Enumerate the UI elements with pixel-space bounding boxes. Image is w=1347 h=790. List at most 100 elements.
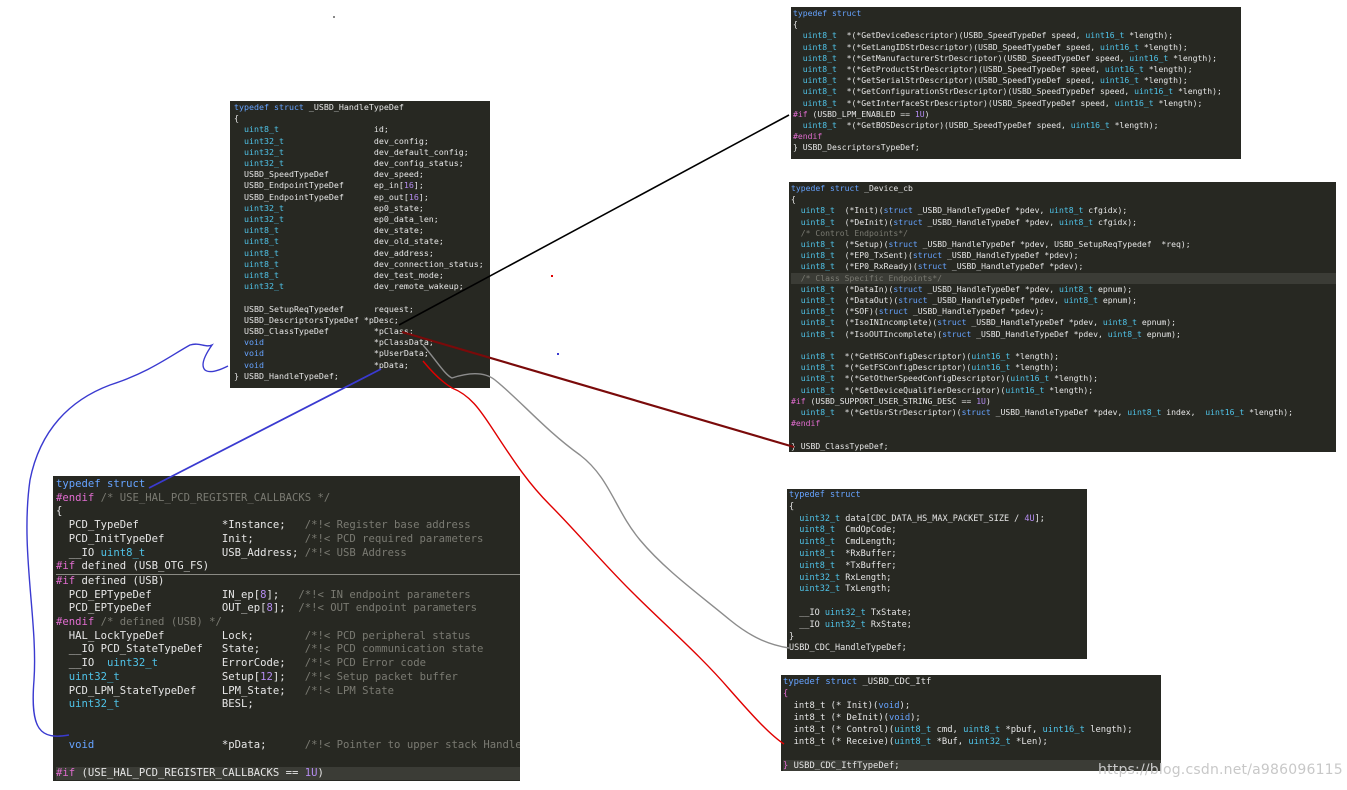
code-token: *(*GetSerialStrDescriptor)(USBD_SpeedTyp…: [836, 75, 1100, 86]
code-line: uint32_t ep0_data_len;: [234, 214, 490, 225]
code-token: uint8_t: [234, 236, 279, 247]
code-token: uint8_t: [791, 216, 835, 227]
code-token: struct: [878, 306, 908, 317]
code-token: void: [888, 713, 911, 723]
code-token: cfgidx);: [1083, 205, 1128, 216]
code-token: *pUserData;: [263, 348, 429, 359]
code-token: uint8_t: [1063, 295, 1099, 306]
code-token: ];: [418, 191, 429, 202]
code-line: USBD_SetupReqTypedef request;: [234, 304, 490, 315]
code-token: uint8_t: [793, 97, 837, 108]
code-line: uint32_t ep0_state;: [234, 203, 490, 214]
code-token: uint16_t: [1042, 725, 1085, 735]
code-token: uint16_t: [1085, 30, 1125, 41]
code-token: {: [783, 689, 789, 699]
code-token: uint8_t: [793, 120, 837, 131]
code-line: typedef struct: [56, 478, 520, 492]
code-token: TxState;: [865, 607, 912, 618]
code-token: CmdOpCode;: [835, 525, 897, 536]
code-line: uint32_t Setup[12]; /*!< Setup packet bu…: [56, 671, 520, 685]
usbd-cdc-itf-typedef-panel: typedef struct _USBD_CDC_Itf{ int8_t (* …: [781, 675, 1161, 771]
code-token: *length);: [1173, 86, 1222, 97]
code-line: #if (USE_HAL_PCD_REGISTER_CALLBACKS == 1…: [56, 766, 520, 781]
code-token: defined (USB_OTG_FS): [75, 560, 210, 573]
code-token: uint32_t: [234, 281, 284, 292]
code-token: __IO PCD_StateTypeDef State;: [56, 643, 305, 656]
code-line: PCD_EPTypeDef OUT_ep[8]; /*!< OUT endpoi…: [56, 602, 520, 616]
code-token: uint32_t: [234, 202, 284, 213]
code-token: 16: [403, 180, 414, 191]
code-line: uint32_t dev_remote_wakeup;: [234, 281, 490, 292]
code-token: (USBD_SUPPORT_USER_STRING_DESC ==: [805, 395, 977, 406]
code-token: USBD_SpeedTypeDef dev_speed;: [234, 169, 424, 180]
code-token: /*!< OUT endpoint parameters: [298, 602, 477, 615]
code-token: uint16_t: [1070, 120, 1110, 131]
code-token: ep0_state;: [283, 202, 424, 213]
code-token: defined (USB): [75, 574, 165, 587]
code-token: uint8_t: [791, 351, 835, 362]
code-token: _USBD_HandleTypeDef *pdev,: [990, 407, 1128, 418]
code-token: {: [793, 19, 798, 30]
code-token: ];: [1034, 513, 1045, 524]
code-line: uint8_t *(*GetDeviceQualifierDescriptor)…: [791, 385, 1336, 396]
pcd-handle-typedef-panel: typedef struct#endif /* USE_HAL_PCD_REGI…: [53, 476, 520, 781]
code-token: uint8_t: [791, 407, 835, 418]
code-line: USBD_SpeedTypeDef dev_speed;: [234, 169, 490, 180]
code-token: uint8_t: [793, 30, 837, 41]
code-line: {: [793, 19, 1241, 30]
code-line: #endif: [793, 131, 1241, 142]
code-token: struct: [961, 407, 991, 418]
code-token: typedef struct: [793, 8, 862, 18]
code-line: void *pUserData;: [234, 348, 490, 359]
code-token: index,: [1161, 407, 1206, 418]
code-token: #endif: [56, 491, 95, 504]
code-token: );: [899, 701, 911, 711]
code-token: _USBD_HandleTypeDef *pdev,: [971, 328, 1108, 339]
code-line: } USBD_ClassTypeDef;: [791, 441, 1336, 452]
code-token: cmd,: [931, 725, 964, 735]
code-token: _Device_cb: [859, 183, 913, 193]
code-token: uint8_t: [894, 725, 932, 735]
code-token: (*EP0_TxSent)(: [834, 250, 913, 261]
code-token: HAL_LockTypeDef Lock;: [56, 629, 305, 642]
code-token: /*!< USB Address: [304, 546, 407, 559]
code-line: PCD_InitTypeDef Init; /*!< PCD required …: [56, 533, 520, 547]
code-line: #endif /* USE_HAL_PCD_REGISTER_CALLBACKS…: [56, 492, 520, 506]
code-token: uint8_t: [791, 384, 835, 395]
code-token: uint8_t: [789, 560, 836, 571]
code-token: USBD_SetupReqTypedef request;: [234, 303, 414, 314]
code-token: uint8_t: [789, 525, 836, 536]
code-line: uint8_t *(*GetSerialStrDescriptor)(USBD_…: [793, 75, 1241, 86]
code-token: USBD_CDC_HandleTypeDef;: [789, 643, 907, 654]
code-line: #if (USBD_SUPPORT_USER_STRING_DESC == 1U…: [791, 396, 1336, 407]
code-token: *(*GetConfigurationStrDescriptor)(USBD_S…: [836, 86, 1135, 97]
code-line: uint8_t dev_address;: [234, 248, 490, 259]
code-line: uint8_t (*EP0_RxReady)(struct _USBD_Hand…: [791, 261, 1336, 272]
code-token: *length);: [1049, 373, 1099, 384]
code-token: PCD_EPTypeDef OUT_ep[: [56, 602, 267, 615]
code-token: *Len);: [1010, 737, 1048, 747]
code-token: USBD_ClassTypeDef *pClass;: [234, 326, 414, 337]
code-token: {: [56, 505, 63, 518]
code-token: uint8_t: [791, 205, 835, 216]
code-token: ];: [413, 180, 424, 191]
code-line: [56, 726, 520, 740]
code-token: epnum);: [1098, 295, 1138, 306]
code-token: uint8_t: [791, 362, 835, 373]
code-token: ];: [272, 602, 299, 615]
code-line: USBD_EndpointTypeDef ep_in[16];: [234, 180, 490, 191]
code-token: (USBD_LPM_ENABLED ==: [807, 108, 915, 119]
code-token: _USBD_HandleTypeDef *pdev);: [946, 261, 1084, 272]
code-line: } USBD_HandleTypeDef;: [234, 371, 490, 382]
code-line: #if (USBD_LPM_ENABLED == 1U): [793, 109, 1241, 120]
code-token: } USBD_HandleTypeDef;: [234, 370, 339, 381]
code-token: dev_default_config;: [283, 146, 469, 157]
code-token: uint8_t: [793, 52, 837, 63]
code-token: uint8_t: [789, 548, 836, 559]
code-token: uint32_t: [107, 657, 159, 670]
code-token: *length);: [1168, 52, 1217, 63]
code-line: [791, 429, 1336, 440]
code-line: USBD_DescriptorsTypeDef *pDesc;: [234, 315, 490, 326]
code-line: {: [789, 502, 1087, 514]
code-line: uint8_t id;: [234, 124, 490, 135]
